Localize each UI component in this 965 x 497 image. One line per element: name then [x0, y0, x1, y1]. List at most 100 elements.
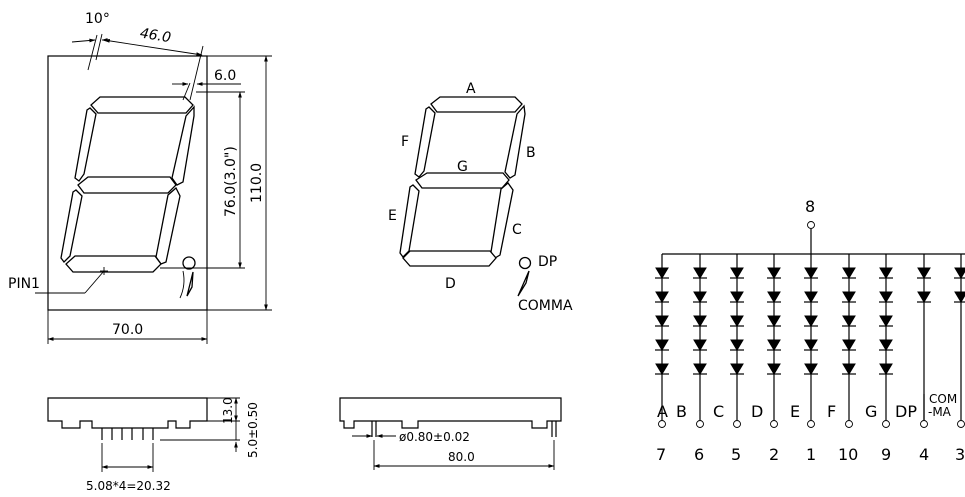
pin-num-d: 2 — [769, 445, 779, 464]
diode-icon — [730, 339, 744, 351]
key-segment-f — [414, 106, 436, 178]
diode-icon — [767, 315, 781, 327]
com-label-top: COM — [929, 392, 957, 406]
key-comma — [517, 270, 530, 297]
key-segment-a — [430, 96, 523, 113]
diode-icon — [954, 267, 965, 279]
diode-icon — [730, 267, 744, 279]
comma-mark — [186, 271, 194, 297]
diode-icon — [842, 267, 856, 279]
seg-label-c: C — [713, 402, 724, 421]
side-view: 13.0 5.0±0.50 5.08*4=20.32 — [47, 397, 260, 493]
key-decimal-point — [518, 256, 532, 270]
dim-pin-diameter: ø0.80±0.02 — [399, 430, 470, 444]
label-comma: COMMA — [518, 298, 573, 314]
pin-num-b: 6 — [694, 445, 704, 464]
diode-icon — [655, 315, 669, 327]
diode-icon — [804, 291, 818, 303]
diode-icon — [767, 291, 781, 303]
dim-width: 70.0 — [112, 322, 143, 338]
diode-icon — [804, 339, 818, 351]
diode-icon — [767, 363, 781, 375]
seg-label-a: A — [657, 402, 668, 421]
diode-icon — [804, 363, 818, 375]
diode-icon — [730, 363, 744, 375]
dim-length: 80.0 — [448, 450, 475, 464]
diode-icon — [842, 363, 856, 375]
diode-columns — [655, 254, 965, 428]
diode-icon — [917, 267, 931, 279]
diode-icon — [842, 315, 856, 327]
bottom-body-outline — [339, 397, 562, 429]
pin-num-g: 9 — [881, 445, 891, 464]
pin-num-e: 1 — [806, 445, 816, 464]
dim-pin-length: 5.0±0.50 — [246, 402, 260, 458]
schematic-labels: A B C D E F G DP COM -MA 7 6 5 2 1 10 9 … — [656, 392, 965, 464]
front-digit-segments — [60, 96, 196, 299]
segment-g — [77, 176, 177, 194]
seg-label-g: G — [865, 402, 877, 421]
label-g: G — [457, 159, 468, 175]
pin-num-c: 5 — [731, 445, 741, 464]
diode-icon — [767, 339, 781, 351]
key-segment-d — [402, 250, 497, 267]
seg-label-d: D — [751, 402, 763, 421]
bottom-view: ø0.80±0.02 80.0 — [339, 397, 562, 470]
segment-key: A B C D E F G DP COMMA — [388, 81, 573, 314]
key-segment-e — [399, 184, 420, 258]
pin-terminal — [957, 420, 965, 428]
label-e: E — [388, 208, 397, 224]
label-dp: DP — [538, 254, 557, 270]
segment-d — [65, 255, 162, 273]
segment-b — [171, 105, 195, 186]
diode-icon — [804, 315, 818, 327]
seg-label-b: B — [676, 402, 687, 421]
diode-icon — [693, 339, 707, 351]
pin-terminal — [920, 420, 928, 428]
diode-icon — [917, 291, 931, 303]
label-f: F — [401, 134, 409, 150]
common-pin-terminal — [807, 221, 815, 229]
diode-icon — [655, 267, 669, 279]
key-segment-c — [490, 182, 514, 259]
diode-icon — [693, 363, 707, 375]
diode-icon — [879, 315, 893, 327]
side-pins — [101, 428, 154, 440]
dim-height: 110.0 — [249, 163, 265, 203]
diode-icon — [954, 291, 965, 303]
segment-c — [155, 186, 181, 265]
dim-segment-width: 6.0 — [214, 68, 236, 84]
dim-body-height: 13.0 — [221, 397, 235, 424]
diode-icon — [693, 315, 707, 327]
pin-terminal — [770, 420, 778, 428]
diode-icon — [655, 363, 669, 375]
diode-icon — [767, 267, 781, 279]
front-view: 10° 46.0 6.0 76.0(3.0") 110.0 70.0 PIN1 — [8, 11, 272, 344]
seg-label-f: F — [827, 402, 836, 421]
dim-angle: 10° — [85, 11, 110, 27]
com-label-bottom: -MA — [928, 405, 952, 419]
pin-num-dp: 4 — [919, 445, 929, 464]
segment-f — [74, 107, 97, 182]
diode-icon — [655, 291, 669, 303]
seg-label-dp: DP — [895, 402, 917, 421]
side-body-outline — [47, 397, 208, 429]
label-b: B — [526, 145, 536, 161]
diode-icon — [693, 291, 707, 303]
diode-icon — [842, 291, 856, 303]
seg-label-e: E — [790, 402, 800, 421]
segment-e — [60, 189, 83, 263]
key-segment-g — [415, 172, 510, 189]
pin-terminal — [807, 420, 815, 428]
pin-terminal — [658, 420, 666, 428]
label-a: A — [466, 81, 476, 97]
segment-a — [90, 96, 194, 114]
diode-icon — [879, 363, 893, 375]
label-c: C — [512, 222, 522, 238]
pin-terminal — [733, 420, 741, 428]
pin-num-a: 7 — [656, 445, 666, 464]
diode-icon — [879, 267, 893, 279]
pin-num-f: 10 — [838, 445, 858, 464]
common-pin-number: 8 — [805, 197, 815, 216]
